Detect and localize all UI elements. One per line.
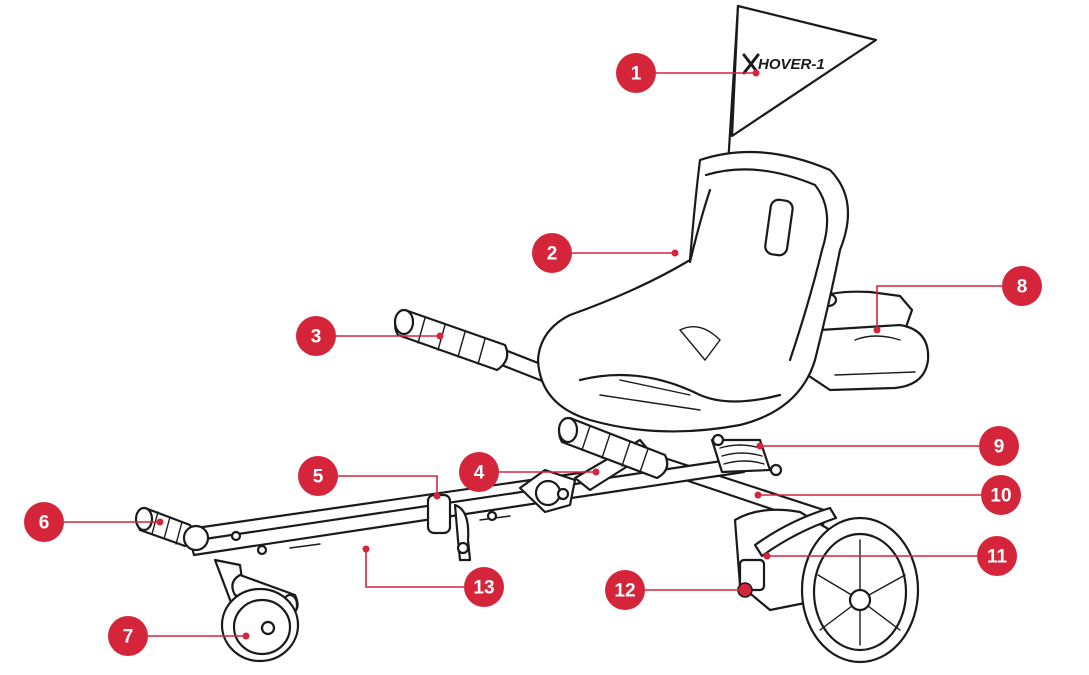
seat [536, 150, 850, 433]
front-handle [134, 506, 210, 552]
callout-badge: 12 [605, 570, 645, 610]
callout-leader-line [338, 475, 438, 496]
flag: HOVER-1 [726, 4, 878, 167]
callout-4: 4 [459, 452, 600, 492]
callout-target-dot [741, 586, 749, 594]
callout-target-dot [752, 69, 760, 77]
flag-pennant [730, 4, 878, 138]
callout-number: 11 [987, 547, 1008, 568]
callout-9: 9 [756, 426, 1019, 466]
seat-slot [764, 198, 794, 257]
shock-absorber [710, 433, 783, 477]
callout-badge: 5 [298, 456, 338, 496]
flag-brand-text: HOVER-1 [758, 56, 825, 73]
callout-number: 2 [547, 244, 558, 265]
callout-target-dot [873, 326, 881, 334]
callout-13: 13 [362, 545, 504, 607]
callout-badge: 9 [979, 426, 1019, 466]
callout-11: 11 [763, 536, 1017, 576]
callout-number: 3 [311, 327, 322, 348]
callout-6: 6 [24, 502, 164, 542]
callout-10: 10 [754, 475, 1021, 515]
callout-5: 5 [298, 456, 441, 500]
callout-target-dot [436, 332, 444, 340]
front-caster [213, 558, 300, 663]
callout-target-dot [754, 491, 762, 499]
callout-target-dot [156, 518, 164, 526]
callout-leader-line [876, 285, 1002, 330]
callout-badge: 2 [532, 233, 572, 273]
right-handle [557, 416, 669, 480]
callout-target-dot [671, 249, 679, 257]
callout-2: 2 [532, 233, 679, 273]
frame-adjustment-clamp [426, 493, 472, 562]
callout-badge: 4 [459, 452, 499, 492]
callout-number: 5 [313, 467, 324, 488]
callout-badge: 6 [24, 502, 64, 542]
callout-number: 8 [1017, 277, 1028, 298]
callout-8: 8 [873, 266, 1042, 334]
callout-number: 10 [990, 486, 1011, 507]
callout-badge: 10 [981, 475, 1021, 515]
callout-number: 4 [474, 463, 485, 484]
callout-number: 9 [994, 437, 1005, 458]
callout-badge: 8 [1002, 266, 1042, 306]
rear-wheel [733, 508, 920, 664]
callout-number: 13 [473, 578, 494, 599]
callout-target-dot [756, 442, 764, 450]
callout-badge: 7 [108, 616, 148, 656]
callout-number: 7 [123, 627, 134, 648]
callout-number: 12 [614, 581, 635, 602]
callout-12: 12 [605, 570, 749, 610]
callout-1: 1 [616, 53, 760, 93]
callout-7: 7 [108, 616, 250, 656]
callout-badge: 13 [464, 567, 504, 607]
callout-leader-line [365, 549, 464, 588]
callout-number: 1 [631, 64, 642, 85]
callout-target-dot [433, 492, 441, 500]
callout-badge: 3 [296, 316, 336, 356]
callout-badge: 1 [616, 53, 656, 93]
callout-target-dot [242, 632, 250, 640]
callout-target-dot [592, 468, 600, 476]
callout-target-dot [763, 552, 771, 560]
callout-3: 3 [296, 316, 444, 356]
callout-badge: 11 [977, 536, 1017, 576]
callout-number: 6 [39, 513, 50, 534]
callout-target-dot [362, 545, 370, 553]
